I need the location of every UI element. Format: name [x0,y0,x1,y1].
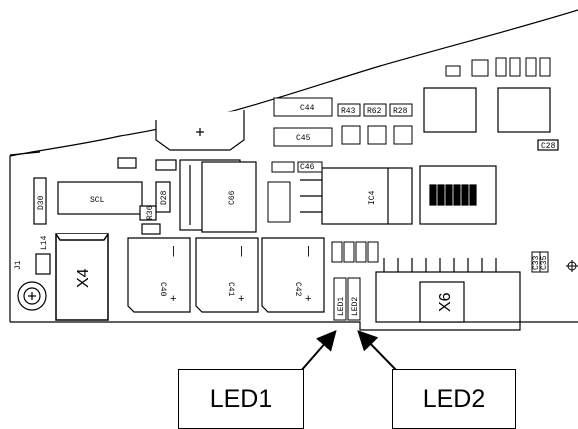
label-c33: C33 [532,255,541,270]
label-j1: J1 [14,260,23,270]
label-c40: C40 [158,282,167,297]
label-c41: C41 [226,282,235,297]
svg-text:|: | [172,245,175,257]
led1-marking: LED1 [337,297,346,316]
dip-connector [419,165,497,225]
callout-led2: LED2 [392,369,516,429]
x6-header [375,258,521,323]
x4-connector [55,233,109,321]
label-d28: D28 [160,190,169,205]
c66-block [179,159,257,233]
label-c35: C35 [540,255,549,270]
svg-text:|: | [240,245,243,257]
led2-marking: LED2 [351,297,360,316]
board-outline [9,9,578,331]
label-x4: X4 [75,268,92,288]
top-right-parts [445,57,551,77]
scl-block [33,157,177,235]
label-x6: X6 [437,292,454,312]
label-c45: C45 [296,134,311,143]
crosshair-icon [566,260,578,272]
arrow-led1 [299,329,337,373]
label-r28: R28 [393,107,408,116]
label-r62: R62 [367,107,382,116]
large-capacitors [127,237,325,313]
label-ic4: IC4 [368,190,377,205]
svg-text:+: + [170,293,176,305]
svg-text:+: + [238,293,244,305]
callout-led1: LED1 [178,369,304,429]
svg-text:|: | [307,245,310,257]
label-r36: R36 [146,205,155,220]
label-l14: L14 [40,235,49,250]
led-footprints [333,277,361,321]
relay-blocks [423,87,559,151]
label-d30: D30 [37,195,46,210]
trimmer [17,253,51,311]
label-c66: C66 [228,190,237,205]
polarity-marks: + + + | | | [170,245,311,305]
label-scl: SCL [90,196,105,205]
svg-text:+: + [305,293,311,305]
ic4-package [300,167,413,225]
label-c44: C44 [300,104,315,113]
small-resistors [331,241,549,273]
label-r43: R43 [341,107,356,116]
label-c28: C28 [541,142,556,151]
capacitor-top [155,110,245,151]
arrow-led2 [357,330,399,373]
label-c42: C42 [293,282,302,297]
resistor-row [273,97,413,147]
d-small-part [267,161,323,223]
label-c46: C46 [300,163,315,172]
